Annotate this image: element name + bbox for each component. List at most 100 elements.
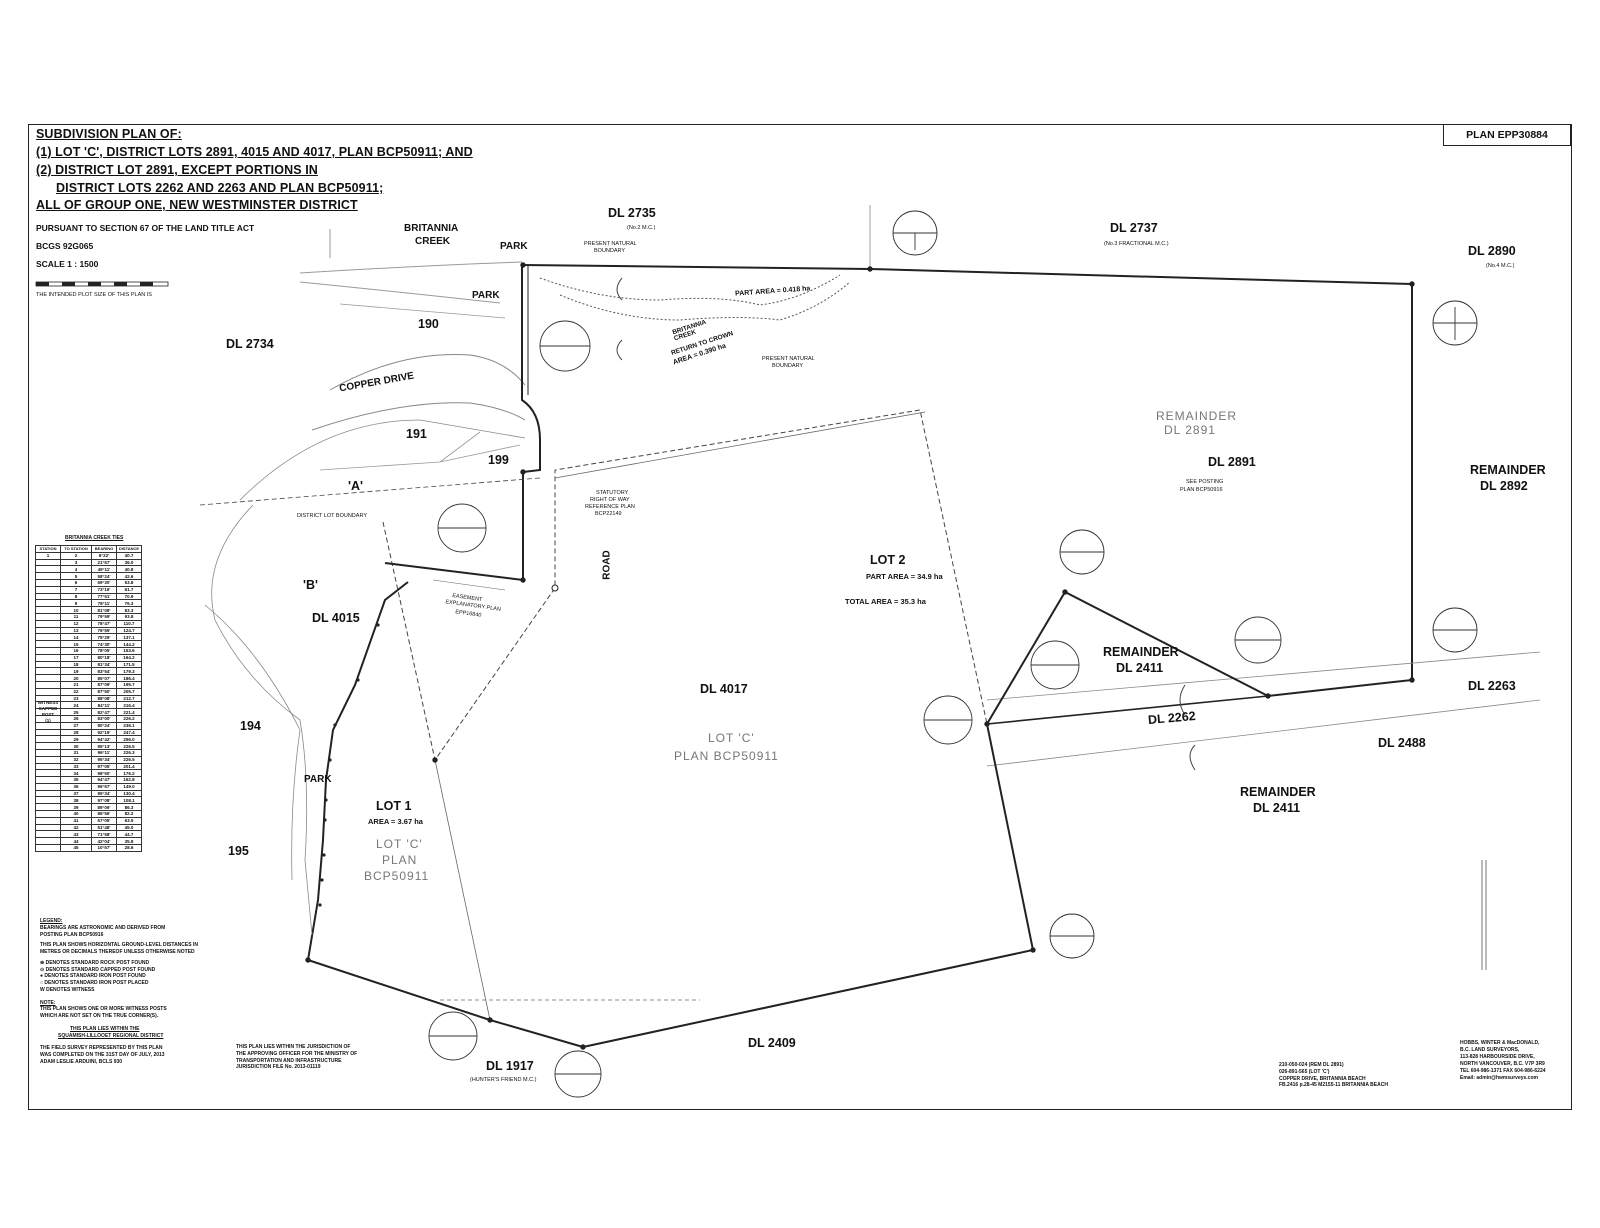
tie-cell: 95°34' [91, 789, 117, 798]
tie-cell [35, 782, 61, 791]
tie-cell: 6°22' [91, 551, 117, 560]
tie-cell: 164.2 [116, 653, 142, 662]
tie-cell: 96°57' [91, 782, 117, 791]
tie-cell: 226.5 [116, 742, 142, 750]
label-dl2734: DL 2734 [226, 337, 274, 351]
tie-cell: 28.6 [116, 844, 142, 852]
natural-boundary-n-2: BOUNDARY [594, 248, 626, 254]
tie-cell: 88°08' [91, 694, 117, 703]
tie-cell: 20 [60, 674, 92, 682]
tie-cell: 39 [60, 803, 92, 812]
tie-cell: 87°09' [91, 680, 117, 689]
tie-cell: 63.5 [116, 816, 142, 825]
scale-text: SCALE 1 : 1500 [36, 259, 99, 269]
tie-cell: 71°58' [91, 830, 117, 839]
tie-cell: 205.7 [116, 687, 142, 696]
tie-cell: 92°19' [91, 728, 117, 737]
tie-cell: 95°13' [91, 742, 117, 750]
tie-cell: 44.7 [116, 830, 142, 839]
tie-cell: 195.7 [116, 680, 142, 689]
tie-cell: 13 [60, 626, 92, 635]
tie-cell: 29 [60, 735, 92, 744]
tie-cell: 78°11' [91, 599, 117, 608]
tie-cell: 86°56' [91, 810, 117, 818]
tie-cell: 70.9 [116, 592, 142, 601]
remainder-2411a-line1: REMAINDER [1103, 645, 1179, 659]
park-label-3: PARK [304, 774, 332, 785]
legend-line: BEARINGS ARE ASTRONOMIC AND DERIVED FROM [40, 924, 166, 931]
tie-cell: 28 [60, 728, 92, 737]
tie-cell: 186.4 [116, 674, 142, 682]
label-no3: (No.3 FRACTIONAL M.C.) [1104, 241, 1169, 247]
tie-cell [35, 823, 61, 832]
tie-cell: 43 [60, 830, 92, 839]
tie-cell: 10 [60, 606, 92, 614]
label-dl2263: DL 2263 [1468, 679, 1516, 693]
tie-cell: 49°11' [91, 565, 117, 574]
tie-cell: 24 [60, 701, 92, 710]
tie-cell: 82°47' [91, 708, 117, 716]
label-see-posting: SEE POSTING [1186, 479, 1224, 485]
plan-sheet-border [28, 124, 1572, 1110]
tie-cell: 22 [60, 687, 92, 696]
label-no4: (No.4 M.C.) [1486, 263, 1515, 269]
tie-cell: 78°47' [91, 619, 117, 628]
tie-cell: 78°05' [91, 646, 117, 655]
tie-cell [35, 565, 61, 574]
label-dl2488: DL 2488 [1378, 736, 1426, 750]
tie-table-caption: BRITANNIA CREEK TIES [65, 535, 124, 541]
road-label: ROAD [601, 550, 613, 580]
tie-cell [35, 612, 61, 621]
label-dl2737: DL 2737 [1110, 221, 1158, 235]
tie-cell: 42 [60, 823, 92, 832]
remainder-2411b-line2: DL 2411 [1253, 801, 1301, 815]
legend-line: METRES OR DECIMALS THEREOF UNLESS OTHERW… [40, 949, 195, 955]
title-line-3: (2) DISTRICT LOT 2891, EXCEPT PORTIONS I… [36, 163, 318, 177]
tie-cell: 82.2 [116, 810, 142, 818]
tie-cell: 35.8 [116, 837, 142, 846]
natural-boundary-s-1: PRESENT NATURAL [762, 356, 815, 362]
tie-cell: 94°47' [91, 776, 117, 784]
tie-cell: 97°08' [91, 796, 117, 805]
tie-cell: 84°11' [91, 701, 117, 710]
tie-cell [35, 619, 61, 628]
lot2-name: LOT 2 [870, 553, 906, 567]
tie-cell: 32 [60, 755, 92, 764]
parcel-199: 199 [488, 453, 509, 467]
tie-cell: 40.7 [116, 551, 142, 560]
lot2-part-area: PART AREA = 34.9 ha [866, 572, 943, 581]
tie-cell: 83°54' [91, 667, 117, 676]
park-label-2: PARK [472, 290, 500, 301]
tie-cell: 108.1 [116, 796, 142, 805]
title-line-4: DISTRICT LOTS 2262 AND 2263 AND PLAN BCP… [56, 181, 384, 195]
tie-cell: 36 [60, 782, 92, 791]
tie-cell: 27 [60, 721, 92, 730]
tie-cell: 95°34' [91, 755, 117, 764]
legend-line: W DENOTES WITNESS [40, 986, 95, 993]
natural-boundary-s-2: BOUNDARY [772, 363, 804, 369]
tie-cell [35, 646, 61, 655]
tie-cell: 8 [60, 592, 92, 601]
tie-cell: 73°16' [91, 585, 117, 594]
remainder-2411b-line1: REMAINDER [1240, 785, 1316, 799]
parcel-191: 191 [406, 427, 427, 441]
surveyor-block: HOBBS, WINTER & MacDONALD,B.C. LAND SURV… [1460, 1040, 1546, 1081]
tie-header-cell: DISTANCE [116, 545, 142, 553]
tie-cell: 98°50' [91, 769, 117, 778]
tie-cell: 236.1 [116, 721, 142, 730]
tie-cell: 83.3 [116, 606, 142, 614]
